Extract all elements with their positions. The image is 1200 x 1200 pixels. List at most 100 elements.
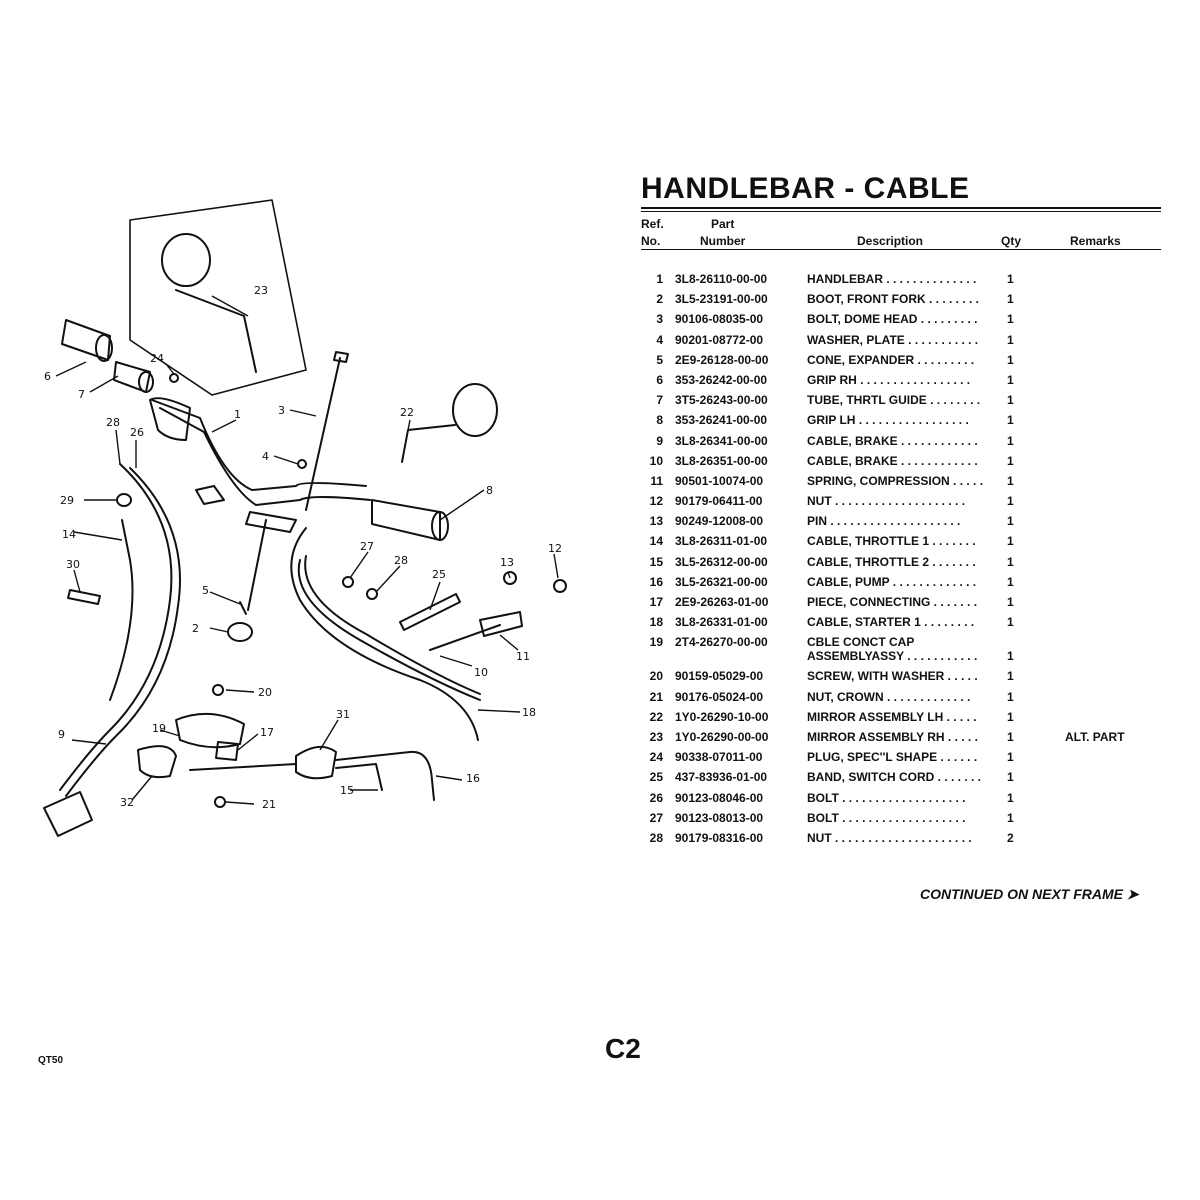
part-number: 2T4-26270-00-00 bbox=[675, 635, 768, 650]
ref-number: 12 bbox=[649, 494, 663, 509]
callout-6: 6 bbox=[44, 370, 51, 383]
title-rule bbox=[641, 207, 1161, 209]
part-description: GRIP RH . . . . . . . . . . . . . . . . … bbox=[807, 372, 971, 387]
quantity: 1 bbox=[1007, 352, 1014, 367]
quantity: 1 bbox=[1007, 473, 1014, 488]
callout-29: 29 bbox=[60, 494, 74, 507]
ref-number: 7 bbox=[656, 393, 663, 408]
part-number: 1Y0-26290-10-00 bbox=[675, 709, 769, 724]
part-number: 90179-08316-00 bbox=[675, 830, 764, 845]
quantity: 2 bbox=[1007, 830, 1014, 845]
parts-table: 1 3L8-26110-00-00 HANDLEBAR . . . . . . . … bbox=[641, 269, 1161, 848]
quantity: 1 bbox=[1007, 494, 1014, 509]
ref-number: 13 bbox=[649, 514, 663, 529]
part-description: SCREW, WITH WASHER . . . . . bbox=[807, 669, 978, 684]
part-description: CABLE, STARTER 1 . . . . . . . . bbox=[807, 615, 975, 630]
part-number: 90123-08013-00 bbox=[675, 810, 764, 825]
header-qty: Qty bbox=[1001, 234, 1022, 248]
callout-19: 19 bbox=[152, 722, 166, 735]
header-rule bbox=[641, 249, 1161, 250]
callout-32: 32 bbox=[120, 796, 134, 809]
part-description-line2: ASSEMBLYASSY . . . . . . . . . . . bbox=[807, 649, 978, 664]
part-description: GRIP LH . . . . . . . . . . . . . . . . … bbox=[807, 413, 969, 428]
ref-number: 14 bbox=[649, 534, 663, 549]
ref-number: 2 bbox=[656, 292, 663, 307]
part-number: 1Y0-26290-00-00 bbox=[675, 729, 769, 744]
callout-27: 27 bbox=[360, 540, 374, 553]
quantity: 1 bbox=[1007, 649, 1014, 664]
part-description: NUT . . . . . . . . . . . . . . . . . . … bbox=[807, 494, 966, 509]
callout-3: 3 bbox=[278, 404, 285, 417]
callout-23: 23 bbox=[254, 284, 268, 297]
quantity: 1 bbox=[1007, 413, 1014, 428]
ref-number: 22 bbox=[649, 709, 663, 724]
part-number: 3L5-23191-00-00 bbox=[675, 292, 768, 307]
ref-number: 28 bbox=[649, 830, 663, 845]
callout-28-right: 28 bbox=[394, 554, 408, 567]
part-description: PLUG, SPEC''L SHAPE . . . . . . bbox=[807, 750, 978, 765]
ref-number: 1 bbox=[656, 272, 663, 286]
ref-number: 3 bbox=[656, 312, 663, 327]
callout-16: 16 bbox=[466, 772, 480, 785]
ref-number: 26 bbox=[649, 790, 663, 805]
quantity: 1 bbox=[1007, 312, 1014, 327]
model-code: QT50 bbox=[38, 1055, 64, 1066]
quantity: 1 bbox=[1007, 810, 1014, 825]
table-row: 2 3L5-23191-00-00 BOOT, FRONT FORK . . . .… bbox=[641, 289, 1161, 309]
callout-30: 30 bbox=[66, 558, 80, 571]
part-description: BOOT, FRONT FORK . . . . . . . . bbox=[807, 292, 980, 307]
part-description: BOLT . . . . . . . . . . . . . . . . . .… bbox=[807, 790, 966, 805]
exploded-parts-diagram: 23 6 7 24 1 3 4 22 8 28 26 29 14 30 27 2… bbox=[43, 199, 567, 837]
quantity: 1 bbox=[1007, 615, 1014, 630]
quantity: 1 bbox=[1007, 770, 1014, 785]
ref-number: 25 bbox=[649, 770, 663, 785]
part-description: HANDLEBAR . . . . . . . . . . . . . . bbox=[807, 272, 977, 286]
part-number: 90179-06411-00 bbox=[675, 494, 763, 509]
header-remarks: Remarks bbox=[1070, 234, 1121, 248]
quantity: 1 bbox=[1007, 729, 1014, 744]
part-number: 90176-05024-00 bbox=[675, 689, 764, 704]
header-description: Description bbox=[857, 234, 924, 248]
ref-number: 27 bbox=[649, 810, 663, 825]
part-number: 90338-07011-00 bbox=[675, 750, 763, 765]
quantity: 1 bbox=[1007, 574, 1014, 589]
quantity: 1 bbox=[1007, 372, 1014, 387]
callout-31: 31 bbox=[336, 708, 350, 721]
callout-25: 25 bbox=[432, 568, 446, 581]
title-rule-thin bbox=[641, 211, 1161, 212]
callout-15: 15 bbox=[340, 784, 354, 797]
part-number: 437-83936-01-00 bbox=[675, 770, 768, 785]
part-number: 3L8-26351-00-00 bbox=[675, 453, 768, 468]
quantity: 1 bbox=[1007, 554, 1014, 569]
quantity: 1 bbox=[1007, 669, 1014, 684]
part-description: CABLE, THROTTLE 1 . . . . . . . bbox=[807, 534, 976, 549]
header-part-line2: Number bbox=[700, 234, 746, 248]
callout-8: 8 bbox=[486, 484, 493, 497]
callout-13: 13 bbox=[500, 556, 514, 569]
part-number: 3L8-26110-00-00 bbox=[675, 272, 768, 286]
table-row: 1 3L8-26110-00-00 HANDLEBAR . . . . . . . … bbox=[641, 269, 1161, 289]
part-description: SPRING, COMPRESSION . . . . . bbox=[807, 473, 984, 488]
continued-note: CONTINUED ON NEXT FRAME ➤ bbox=[920, 886, 1139, 902]
remarks: ALT. PART bbox=[1065, 729, 1125, 744]
part-number: 90501-10074-00 bbox=[675, 473, 764, 488]
ref-number: 16 bbox=[649, 574, 663, 589]
part-description: PIECE, CONNECTING . . . . . . . bbox=[807, 595, 978, 609]
quantity: 1 bbox=[1007, 453, 1014, 468]
part-number: 2E9-26128-00-00 bbox=[675, 352, 769, 367]
part-description: CABLE, PUMP . . . . . . . . . . . . . bbox=[807, 574, 977, 589]
callout-4: 4 bbox=[262, 450, 269, 463]
